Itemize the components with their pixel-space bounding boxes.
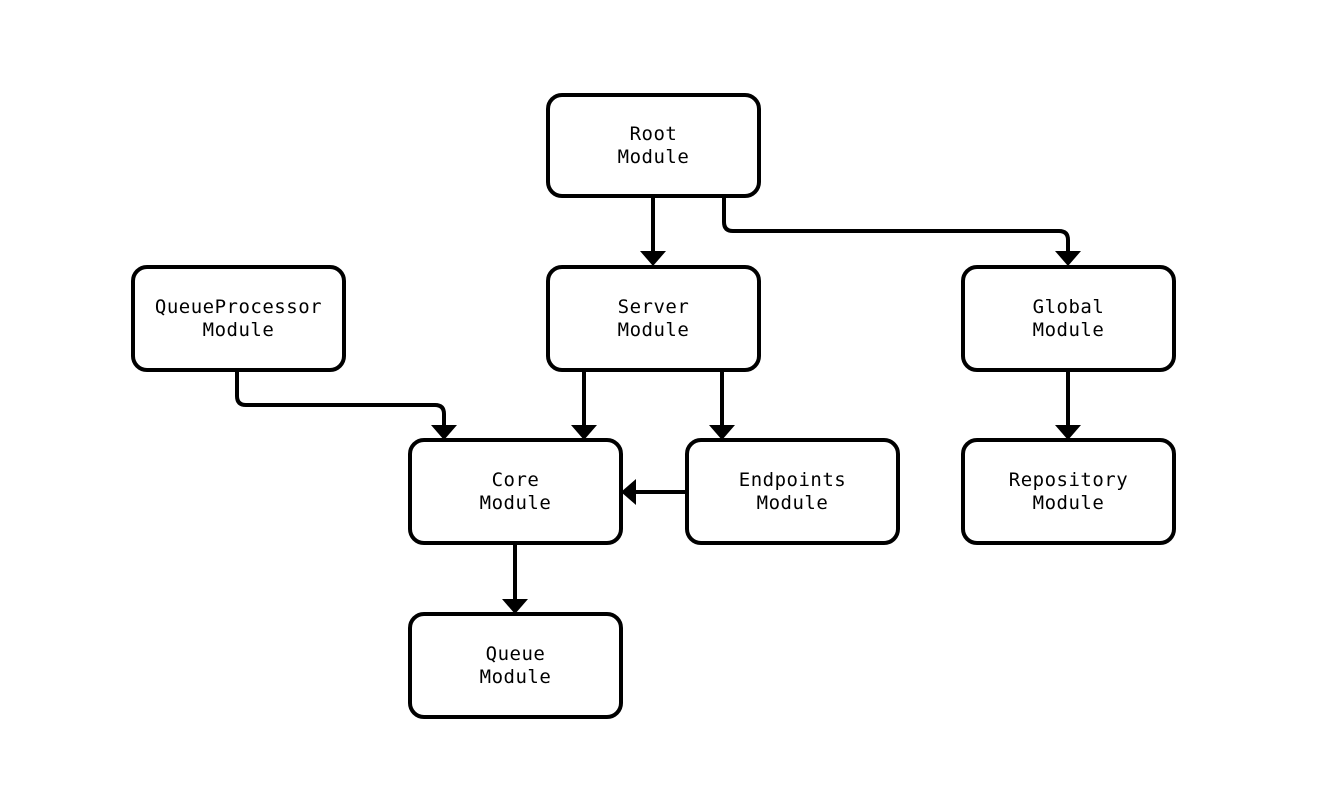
queue-module-node-label-line2: Module — [480, 666, 552, 688]
endpoints-module-node-box[interactable] — [685, 438, 900, 545]
repository-module-node-box[interactable] — [961, 438, 1176, 545]
endpoints-module-node-label-line1: Endpoints — [739, 469, 846, 491]
repository-module-node-label-line1: Repository — [1009, 469, 1128, 491]
server-module-node-label-line1: Server — [618, 296, 690, 318]
nodes-layer: RootModuleQueueProcessorModuleServerModu… — [131, 93, 1176, 719]
root-module-node-label-line1: Root — [630, 123, 678, 145]
root-module-node-label-line2: Module — [618, 146, 690, 168]
global-module-node-label-line1: Global — [1033, 296, 1105, 318]
edge-queueprocessor-to-core-arrowhead-icon — [431, 425, 457, 440]
edge-global-to-repository-arrowhead-icon — [1055, 425, 1081, 440]
edge-root-to-server — [640, 196, 666, 266]
edge-endpoints-to-core — [621, 479, 687, 505]
edges-layer — [235, 196, 1081, 614]
edge-core-to-queue-arrowhead-icon — [502, 599, 528, 614]
edge-global-to-repository — [1055, 370, 1081, 440]
repository-module-node-label-line2: Module — [1033, 492, 1105, 514]
queueprocessor-module-node-label-line1: QueueProcessor — [155, 296, 322, 318]
core-module-node-label-line1: Core — [492, 469, 540, 491]
edge-root-to-global — [722, 196, 1081, 266]
core-module-node-box[interactable] — [408, 438, 623, 545]
server-module-node-box[interactable] — [546, 265, 761, 372]
edge-queueprocessor-to-core-line — [235, 370, 446, 426]
edge-server-to-core — [571, 370, 597, 440]
edge-root-to-server-arrowhead-icon — [640, 251, 666, 266]
queue-module-node-box[interactable] — [408, 612, 623, 719]
server-module-node-label-line2: Module — [618, 319, 690, 341]
edge-core-to-queue — [502, 543, 528, 614]
core-module-node-label-line2: Module — [480, 492, 552, 514]
edge-server-to-endpoints-arrowhead-icon — [709, 425, 735, 440]
edge-server-to-core-arrowhead-icon — [571, 425, 597, 440]
edge-root-to-global-line — [722, 196, 1070, 252]
root-module-node-box[interactable] — [546, 93, 761, 198]
global-module-node-label-line2: Module — [1033, 319, 1105, 341]
queueprocessor-module-node-box[interactable] — [131, 265, 346, 372]
edge-endpoints-to-core-arrowhead-icon — [621, 479, 636, 505]
edge-queueprocessor-to-core — [235, 370, 457, 440]
global-module-node-box[interactable] — [961, 265, 1176, 372]
edge-server-to-endpoints — [709, 370, 735, 440]
queue-module-node-label-line1: Queue — [486, 643, 546, 665]
endpoints-module-node-label-line2: Module — [757, 492, 829, 514]
queueprocessor-module-node-label-line2: Module — [203, 319, 275, 341]
edge-root-to-global-arrowhead-icon — [1055, 251, 1081, 266]
